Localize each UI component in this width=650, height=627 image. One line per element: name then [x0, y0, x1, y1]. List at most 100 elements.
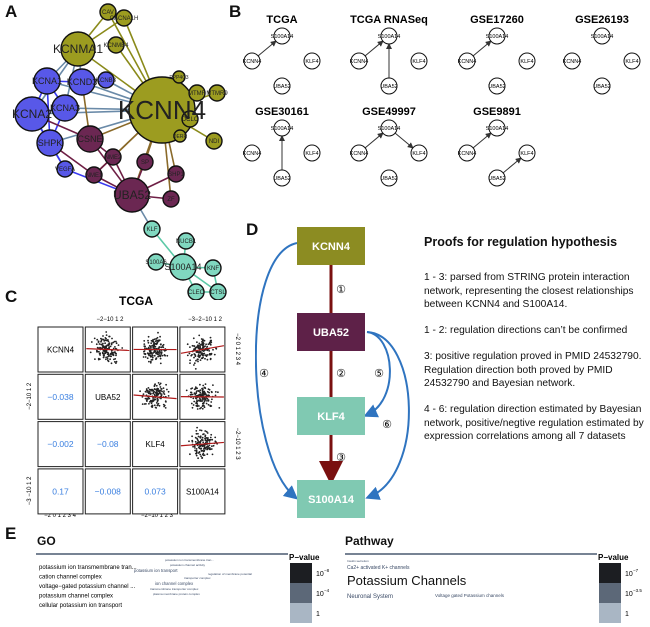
- scatter-point: [152, 347, 155, 349]
- scatter-point: [102, 335, 104, 337]
- dataset-edge: [472, 132, 492, 149]
- network-node: [208, 84, 226, 102]
- dataset-node-label: KLF4: [520, 59, 533, 65]
- scatter-point: [148, 401, 151, 403]
- scatter-point: [158, 346, 161, 348]
- scatter-point: [109, 352, 112, 355]
- scatter-point: [167, 390, 170, 393]
- scatter-point: [203, 444, 206, 447]
- dataset-edge: [364, 40, 384, 57]
- legend-swatch: [599, 603, 621, 623]
- dataset-node-label: S100A14: [378, 34, 401, 40]
- network-node-label: NME2: [105, 155, 122, 161]
- dataset-node: [380, 119, 398, 137]
- scatter-point: [156, 341, 159, 344]
- scatter-point: [195, 387, 198, 390]
- network-node: [181, 110, 199, 128]
- network-node-label: CLEC: [188, 290, 205, 296]
- dataset-node: [273, 169, 291, 187]
- dataset-node-label: UBA52: [380, 176, 397, 182]
- scatter-point: [206, 432, 209, 434]
- dataset-edge: [394, 132, 414, 149]
- go-cloud-term: potassium channel activity: [170, 563, 206, 567]
- dataset-node-label: S100A14: [486, 34, 509, 40]
- scatter-point: [204, 357, 206, 360]
- scatter-point: [161, 390, 164, 393]
- scatter-point: [208, 388, 211, 391]
- legend-title: P−value: [598, 553, 629, 562]
- scatter-point: [201, 342, 204, 345]
- scatter-point: [155, 407, 158, 409]
- scatter-point: [206, 441, 209, 443]
- scatter-point: [197, 435, 200, 438]
- network-node: [114, 177, 150, 213]
- pathway-term: Voltage gated Potassium channels: [435, 593, 505, 598]
- scatter-point: [202, 441, 205, 444]
- dataset-title: GSE17260: [470, 14, 524, 26]
- scatter-point: [109, 358, 111, 361]
- correlation-value: −0.038: [47, 392, 74, 402]
- scatter-point: [154, 340, 157, 343]
- go-cloud-term: ion channel complex: [155, 581, 194, 586]
- scatter-point: [205, 402, 208, 405]
- scatter-point: [160, 346, 163, 349]
- scatter-point: [199, 445, 202, 448]
- scatter-point: [213, 353, 216, 356]
- scatter-point: [201, 387, 203, 390]
- scatter-point: [186, 354, 189, 357]
- dataset-title: TCGA RNASeq: [350, 14, 428, 26]
- go-term: potassium ion transmembrane tran...: [39, 565, 137, 571]
- scatter-point: [195, 430, 198, 432]
- scatter-point: [156, 391, 158, 394]
- scatter-point: [106, 357, 109, 360]
- scatter-point: [203, 446, 206, 448]
- scatter-point: [89, 351, 92, 354]
- gene-label: KCNN4: [47, 346, 75, 355]
- dataset-title: TCGA: [266, 14, 297, 26]
- panel-label-c: C: [5, 287, 18, 306]
- scatter-point: [93, 337, 96, 340]
- scatter-point: [158, 350, 161, 353]
- scatter-point: [205, 446, 208, 448]
- scatter-point: [156, 336, 159, 339]
- dataset-node-label: S100A14: [591, 34, 614, 40]
- scatter-point: [106, 356, 109, 358]
- scatter-point: [157, 393, 160, 395]
- scatter-point: [149, 354, 152, 357]
- scatter-point: [202, 344, 204, 347]
- legend-label: 10: [316, 591, 324, 598]
- scatter-point: [98, 343, 101, 345]
- scatter-point: [145, 403, 147, 405]
- correlation-value: −0.002: [47, 439, 74, 449]
- scatter-point: [96, 338, 99, 341]
- scatter-point: [197, 347, 200, 350]
- matrix-cell: [37, 373, 84, 420]
- go-cloud-term: potassium ion transport: [134, 568, 178, 573]
- scatter-point: [144, 356, 147, 358]
- scatter-point: [201, 407, 204, 410]
- scatter-point: [105, 351, 107, 353]
- scatter-point: [115, 354, 117, 357]
- axis-tick-labels: −2−10 1 2: [96, 317, 124, 323]
- scatter-point: [204, 434, 207, 437]
- dataset-node-label: KCNN4: [458, 151, 477, 157]
- dataset-node-label: UBA52: [593, 84, 610, 90]
- dataset-node-label: UBA52: [488, 84, 505, 90]
- scatter-point: [211, 391, 213, 394]
- network-node-label: KCNA2: [12, 107, 52, 121]
- network-node: [147, 253, 165, 271]
- scatter-point: [153, 354, 156, 357]
- scatter-point: [199, 344, 201, 346]
- scatter-point: [146, 389, 149, 392]
- matrix-cell: [37, 421, 84, 468]
- legend-label: 1: [625, 611, 629, 618]
- scatter-point: [203, 406, 206, 409]
- scatter-point: [209, 405, 212, 408]
- scatter-point: [196, 441, 199, 444]
- scatter-point: [202, 393, 205, 396]
- scatter-point: [154, 343, 157, 345]
- scatter-point: [143, 345, 146, 347]
- dataset-title: GSE9891: [473, 106, 521, 118]
- network-node: [177, 232, 195, 250]
